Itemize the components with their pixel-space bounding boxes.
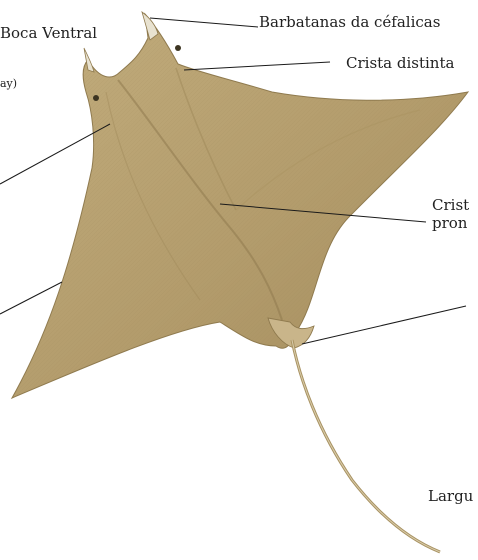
eye-right xyxy=(175,45,181,51)
cephalic-fin-right xyxy=(142,12,158,40)
leader-distinct-crest xyxy=(184,62,330,70)
label-partial-ay: ay) xyxy=(0,78,17,89)
label-prominent-crest-line1: Crist xyxy=(432,198,469,213)
eye-left xyxy=(93,95,99,101)
label-prominent-crest-line2: pron xyxy=(432,216,467,231)
tail xyxy=(292,340,440,552)
label-cephalic-fins: Barbatanas da céfalicas xyxy=(259,15,440,30)
label-distinct-crest: Crista distinta xyxy=(346,56,454,71)
leader-width xyxy=(302,306,466,344)
label-ventral-mouth: Boca Ventral xyxy=(0,26,97,41)
leader-cephalic-fins xyxy=(150,18,258,27)
label-width: Largu xyxy=(428,489,473,504)
